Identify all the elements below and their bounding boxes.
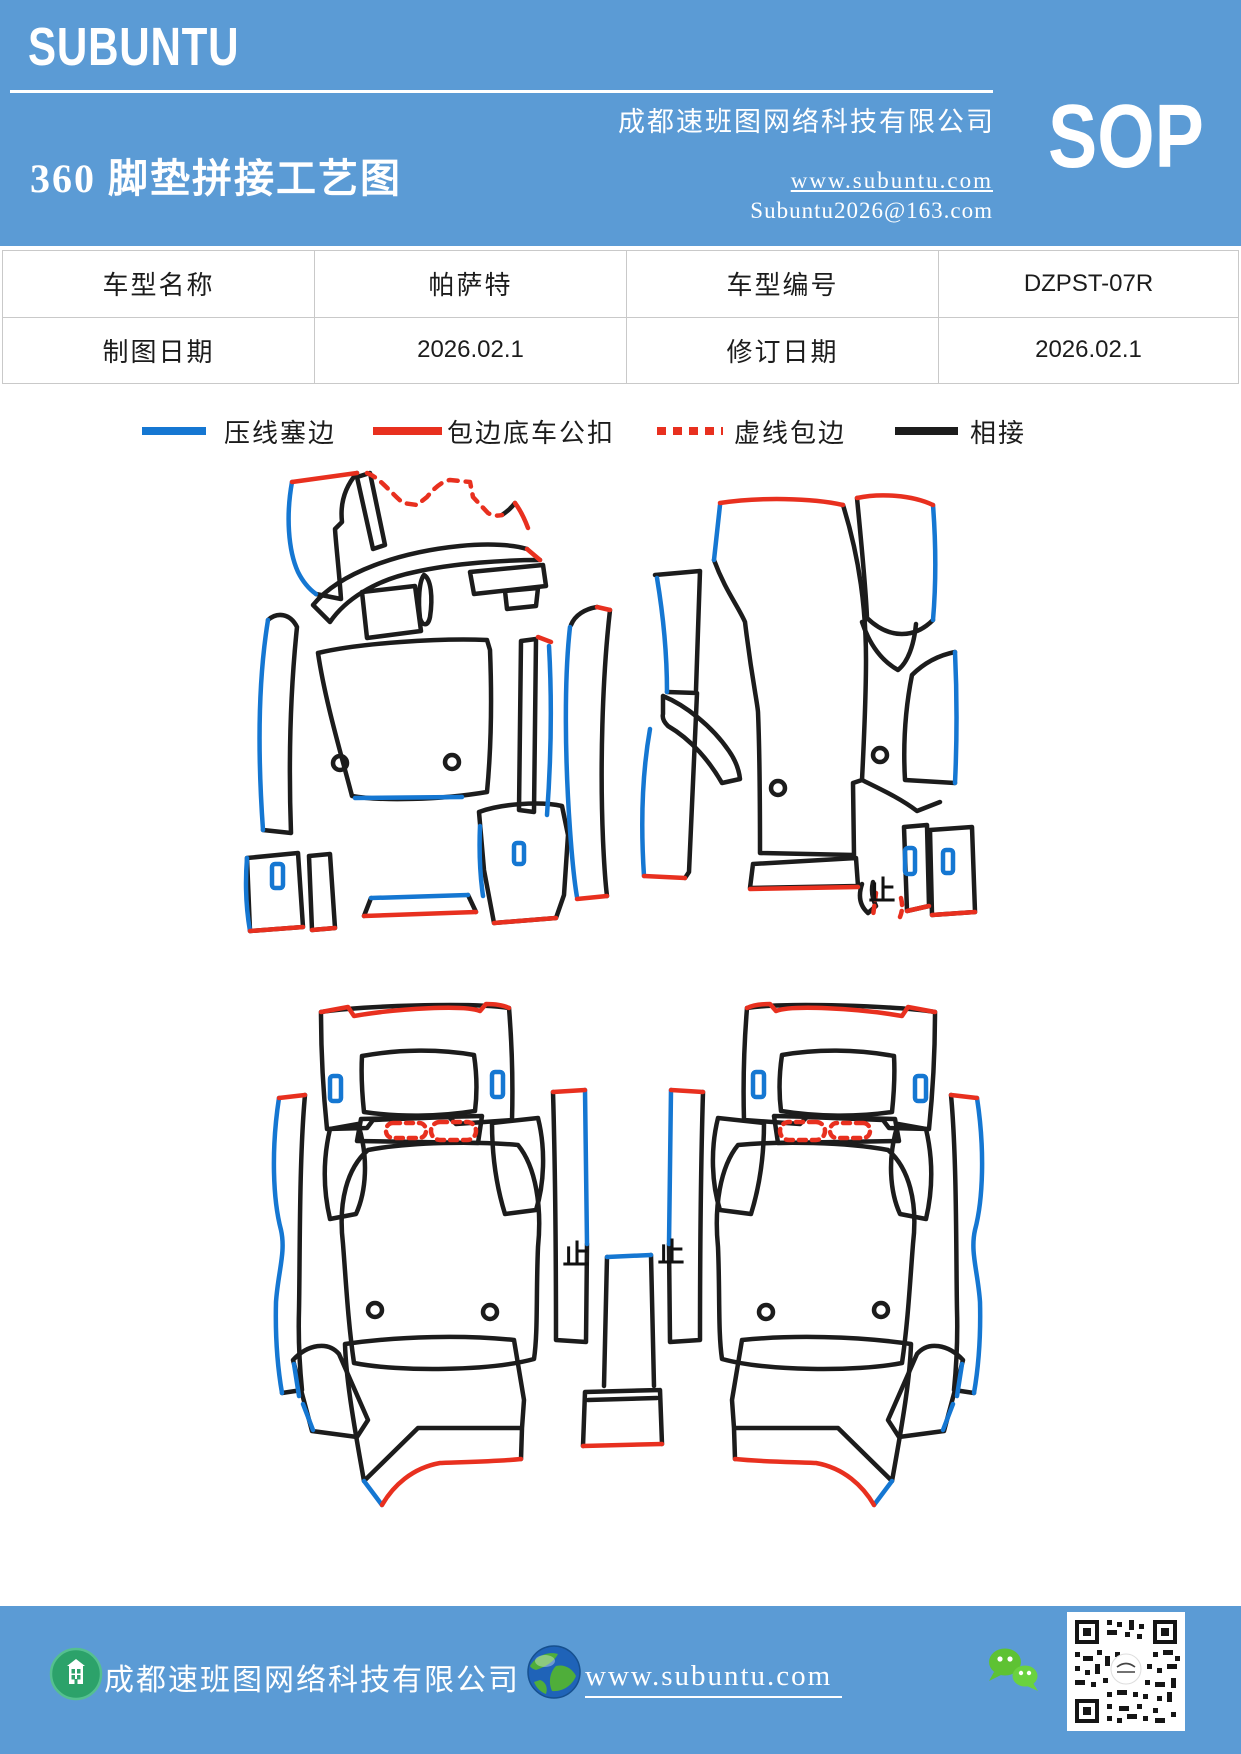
legend-label: 压线塞边 [224,419,337,448]
legend-swatch-black-line [895,427,958,435]
vehicle-info-table: 车型名称 帕萨特 车型编号 DZPST-07R 制图日期 2026.02.1 修… [2,250,1239,384]
center-connector-pieces: 止 止 [563,1238,685,1449]
rear-right-mat-diagram [669,1004,982,1505]
dashed-binding-oval [428,1119,479,1143]
revision-date-label: 修订日期 [626,316,939,384]
mat-slot [511,840,527,867]
mat-slot [940,847,956,876]
qr-code [1067,1612,1185,1731]
draw-date-value: 2026.02.1 [314,316,627,384]
grommet-hole [365,1300,385,1320]
model-code-value: DZPST-07R [938,250,1239,318]
header-divider [10,90,993,93]
page-title: 360 脚垫拼接工艺图 [30,156,402,201]
header-banner: SUBUNTU 360 脚垫拼接工艺图 成都速班图网络科技有限公司 www.su… [0,0,1241,246]
legend-swatch-red-line [373,427,442,435]
grommet-hole [330,753,350,773]
mat-slot [327,1073,344,1104]
grommet-hole [480,1302,500,1322]
draw-date-label: 制图日期 [2,316,315,384]
grommet-hole [768,778,788,798]
table-row: 制图日期 2026.02.1 修订日期 2026.02.1 [2,316,1239,384]
stop-mark-text: 止 [658,1238,685,1268]
header-website-link[interactable]: www.subuntu.com [790,168,993,193]
brand-logo-text: SUBUNTU [28,17,240,77]
legend-label: 虚线包边 [734,419,847,448]
footer-website-link[interactable]: www.subuntu.com [585,1660,843,1698]
mat-slot [902,845,918,877]
wechat-icon [989,1648,1038,1691]
table-row: 车型名称 帕萨特 车型编号 DZPST-07R [2,250,1239,318]
grommet-hole [442,752,462,772]
front-left-mat-diagram [243,470,571,934]
legend-swatch-blue-line [142,427,206,435]
mat-slot [269,861,286,891]
header-email: Subuntu2026@163.com [750,198,993,223]
vehicle-name-value: 帕萨特 [314,250,627,318]
dashed-binding-edge [364,470,505,518]
front-right-mat-diagram: 止 [563,493,978,920]
dashed-binding-oval [383,1120,429,1141]
dashed-binding-edge [870,890,905,920]
header-company-name: 成都速班图网络科技有限公司 [618,107,995,137]
stop-mark-text: 止 [563,1240,590,1270]
globe-icon [527,1645,581,1699]
footer-company-name: 成都速班图网络科技有限公司 [104,1664,520,1697]
legend-swatch-red-dotted-line [657,427,723,435]
legend-label: 包边底车公扣 [447,419,616,448]
building-icon [49,1647,103,1701]
revision-date-value: 2026.02.1 [938,316,1239,384]
vehicle-name-label: 车型名称 [2,250,315,318]
model-code-label: 车型编号 [626,250,939,318]
rear-left-mat-diagram [271,1001,590,1508]
footer-graphics [49,1612,1185,1731]
stop-mark-text: 止 [869,876,896,906]
floor-mat-diagrams: 止 [243,470,1241,1508]
grommet-hole [870,745,890,765]
legend-label: 相接 [970,419,1027,448]
sop-label: SOP [1048,87,1204,187]
mat-slot [489,1069,506,1100]
